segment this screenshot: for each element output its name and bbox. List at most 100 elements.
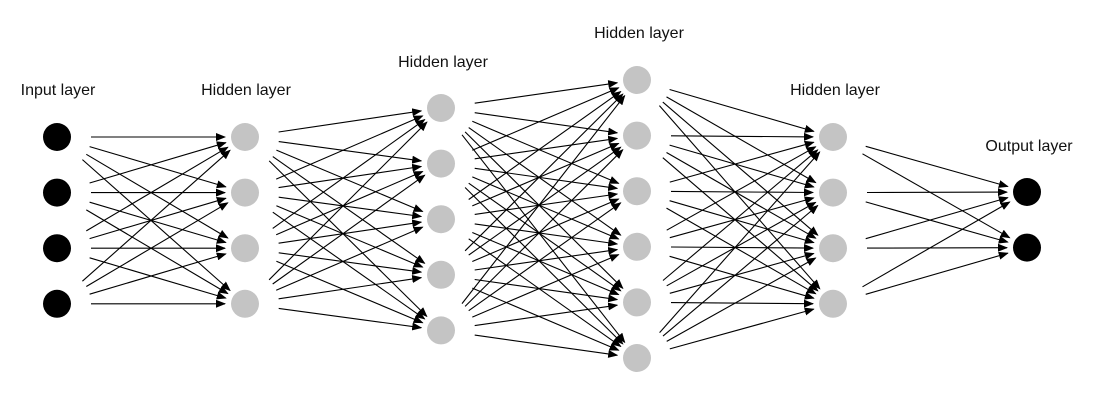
neuron-layer0-2 bbox=[43, 234, 71, 263]
edge-l1n1-l2n2 bbox=[278, 196, 423, 220]
edge-l0n0-l1n1 bbox=[89, 146, 227, 189]
edge-l2n3-l3n5 bbox=[472, 287, 620, 351]
edge-l0n1-l1n0 bbox=[89, 141, 227, 184]
edge-l1n0-l2n3 bbox=[272, 156, 426, 264]
connections bbox=[82, 80, 1011, 358]
edge-l2n4-l3n0 bbox=[461, 94, 626, 304]
edge-l2n1-l3n3 bbox=[472, 176, 620, 240]
edge-l1n0-l2n1 bbox=[278, 141, 423, 164]
edge-l1n1-l2n0 bbox=[275, 115, 424, 180]
edge-l1n1-l2n4 bbox=[272, 211, 426, 320]
edge-l2n0-l3n2 bbox=[472, 120, 620, 184]
edge-l1n3-l2n1 bbox=[272, 174, 426, 285]
neuron-layer1-0 bbox=[231, 123, 259, 151]
edge-l2n3-l3n1 bbox=[468, 146, 622, 256]
edge-l0n2-l1n1 bbox=[89, 197, 227, 240]
neuron-layer3-5 bbox=[623, 344, 651, 372]
layer-label-hidden-4: Hidden layer bbox=[790, 82, 881, 99]
edge-l4n0-l5n0 bbox=[865, 145, 1009, 188]
edge-l3n5-l4n3 bbox=[669, 307, 815, 350]
edge-l1n2-l2n0 bbox=[272, 119, 426, 229]
edge-l2n3-l3n2 bbox=[472, 198, 620, 263]
edge-l3n3-l4n2 bbox=[670, 244, 814, 253]
neuron-layer0-1 bbox=[43, 178, 71, 207]
edge-l2n1-l3n0 bbox=[472, 87, 620, 151]
edge-l1n0-l2n2 bbox=[276, 149, 424, 213]
neuron-layer5-1 bbox=[1013, 233, 1041, 262]
edge-l3n2-l4n1 bbox=[670, 188, 814, 197]
edge-l2n0-l3n0 bbox=[474, 80, 619, 104]
neuron-layer4-3 bbox=[819, 289, 847, 318]
neuron-layer1-2 bbox=[231, 234, 259, 263]
edge-l0n3-l1n2 bbox=[89, 252, 227, 295]
edge-l0n0-l1n3 bbox=[82, 159, 231, 292]
layer-label-hidden-3: Hidden layer bbox=[594, 25, 685, 42]
edge-l1n1-l2n1 bbox=[278, 163, 423, 189]
edge-l2n2-l3n3 bbox=[474, 223, 619, 247]
neuron-layer2-2 bbox=[427, 205, 455, 234]
edge-l3n2-l4n2 bbox=[669, 200, 815, 244]
neuron-layer3-2 bbox=[623, 177, 651, 206]
edge-l2n4-l3n3 bbox=[472, 254, 620, 318]
edge-l3n1-l4n0 bbox=[670, 132, 814, 141]
edge-l2n1-l3n2 bbox=[474, 167, 619, 192]
layer-label-input: Input layer bbox=[21, 82, 96, 99]
edge-l0n2-l1n0 bbox=[86, 146, 229, 232]
layer-label-hidden-2: Hidden layer bbox=[398, 54, 489, 71]
edge-l3n1-l4n3 bbox=[662, 157, 819, 292]
edge-l1n3-l2n3 bbox=[278, 275, 423, 300]
edge-l3n5-l4n2 bbox=[666, 257, 817, 342]
edge-l3n0-l4n1 bbox=[666, 96, 817, 184]
edge-l3n2-l4n0 bbox=[669, 140, 815, 183]
edge-l1n1-l2n3 bbox=[276, 205, 424, 268]
layer-label-hidden-1: Hidden layer bbox=[201, 82, 292, 99]
neuron-layer0-0 bbox=[43, 123, 71, 151]
edge-l2n3-l3n0 bbox=[464, 93, 624, 252]
layer-labels: Input layer Hidden layer Hidden layer Hi… bbox=[21, 25, 1074, 155]
edge-l2n1-l3n4 bbox=[468, 182, 622, 292]
neuron-layer5-0 bbox=[1013, 178, 1041, 206]
neuron-layer4-1 bbox=[819, 178, 847, 207]
neuron-layer1-1 bbox=[231, 178, 259, 207]
edge-l3n0-l4n3 bbox=[658, 105, 821, 290]
edge-l0n1-l1n3 bbox=[86, 209, 229, 295]
edge-l0n1-l1n2 bbox=[89, 201, 227, 244]
edge-l2n4-l3n5 bbox=[474, 334, 619, 358]
edge-l1n0-l2n4 bbox=[268, 160, 428, 318]
neuron-layer4-0 bbox=[819, 123, 847, 151]
edge-l2n2-l3n4 bbox=[472, 231, 620, 296]
edge-l3n1-l4n1 bbox=[669, 144, 815, 189]
edge-l0n3-l1n0 bbox=[82, 149, 231, 282]
edge-l4n3-l5n0 bbox=[862, 201, 1011, 288]
edge-l1n3-l2n0 bbox=[268, 121, 428, 281]
neuron-layer3-1 bbox=[623, 121, 651, 150]
edge-l3n5-l4n1 bbox=[662, 204, 819, 337]
edge-l3n0-l4n0 bbox=[669, 88, 815, 133]
edge-l0n3-l1n1 bbox=[86, 202, 229, 287]
edge-l2n0-l3n1 bbox=[474, 112, 619, 136]
neuron-layer0-3 bbox=[43, 289, 71, 318]
edge-l4n3-l5n1 bbox=[865, 251, 1009, 295]
edge-l3n1-l4n2 bbox=[666, 152, 817, 239]
edge-l2n4-l3n2 bbox=[468, 202, 622, 312]
edge-l3n3-l4n1 bbox=[669, 196, 815, 239]
neuron-layer2-4 bbox=[427, 316, 455, 345]
edge-l1n2-l2n1 bbox=[275, 170, 424, 236]
layer-label-output: Output layer bbox=[985, 138, 1073, 155]
edge-l3n2-l4n3 bbox=[666, 207, 817, 295]
edge-l2n1-l3n1 bbox=[474, 135, 619, 160]
neuron-layer4-2 bbox=[819, 234, 847, 263]
neurons bbox=[43, 66, 1041, 372]
neuron-layer2-1 bbox=[427, 149, 455, 178]
neuron-layer2-3 bbox=[427, 260, 455, 289]
edge-l3n5-l4n0 bbox=[659, 151, 821, 333]
neuron-layer2-0 bbox=[427, 94, 455, 122]
edge-l3n0-l4n2 bbox=[662, 101, 819, 236]
edge-l2n3-l3n3 bbox=[474, 246, 619, 271]
edge-l3n4-l4n2 bbox=[669, 252, 815, 294]
edge-l1n2-l2n3 bbox=[278, 252, 423, 275]
edge-l3n3-l4n0 bbox=[666, 146, 817, 231]
edge-l2n4-l3n1 bbox=[464, 148, 624, 307]
edge-l1n3-l2n2 bbox=[275, 226, 424, 291]
edge-l1n2-l2n4 bbox=[276, 260, 424, 324]
